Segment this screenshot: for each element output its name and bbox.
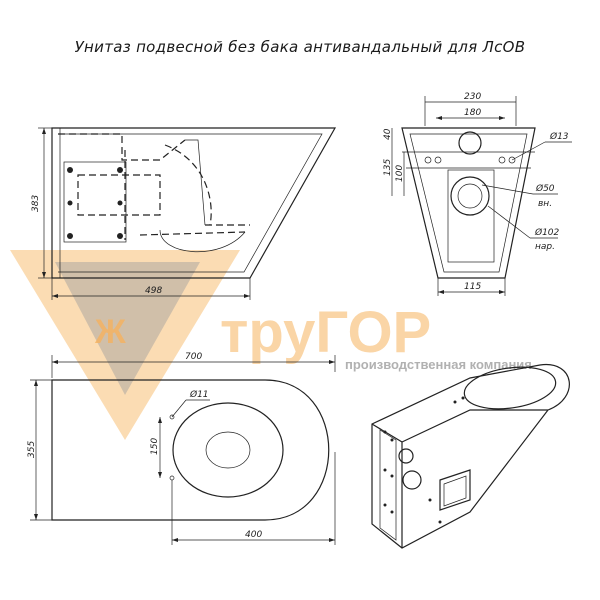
front-dim-100-label: 100: [395, 165, 405, 182]
front-dim-40-label: 40: [383, 128, 393, 140]
front-view: 230 180 40 135 100 Ø13 Ø50 вн. Ø102 нар.…: [383, 92, 572, 296]
front-inner-width-label: 180: [464, 108, 481, 118]
front-hole-inner-note: вн.: [538, 199, 552, 209]
top-width-label: 355: [27, 441, 37, 458]
side-height-label: 383: [31, 195, 41, 212]
front-hole-outer-note: нар.: [535, 242, 555, 252]
top-hole-label: Ø11: [189, 389, 209, 400]
front-hole-outer-label: Ø102: [534, 227, 560, 238]
side-view: 383 498: [31, 127, 337, 300]
top-length-label: 700: [185, 352, 202, 362]
front-hole-small-label: Ø13: [549, 131, 569, 142]
front-dim-135-label: 135: [383, 159, 393, 176]
front-top-width-label: 230: [464, 92, 481, 102]
front-hole-inner-label: Ø50: [535, 183, 555, 194]
watermark-triangle-icon: [10, 250, 240, 440]
top-view: 700 355 Ø11 150 400: [27, 352, 336, 545]
side-length-label: 498: [145, 286, 162, 296]
front-bottom-width-label: 115: [464, 282, 481, 292]
watermark: Ж труГОР производственная компания: [10, 250, 532, 440]
watermark-brand: труГОР: [220, 300, 431, 365]
drawing-title: Унитаз подвесной без бака антивандальный…: [74, 38, 526, 56]
isometric-view: [371, 364, 570, 549]
top-spacing-label: 150: [150, 438, 160, 455]
watermark-tagline: производственная компания: [345, 357, 532, 372]
watermark-logo-icon: Ж: [94, 313, 126, 351]
top-offset-label: 400: [245, 530, 262, 540]
